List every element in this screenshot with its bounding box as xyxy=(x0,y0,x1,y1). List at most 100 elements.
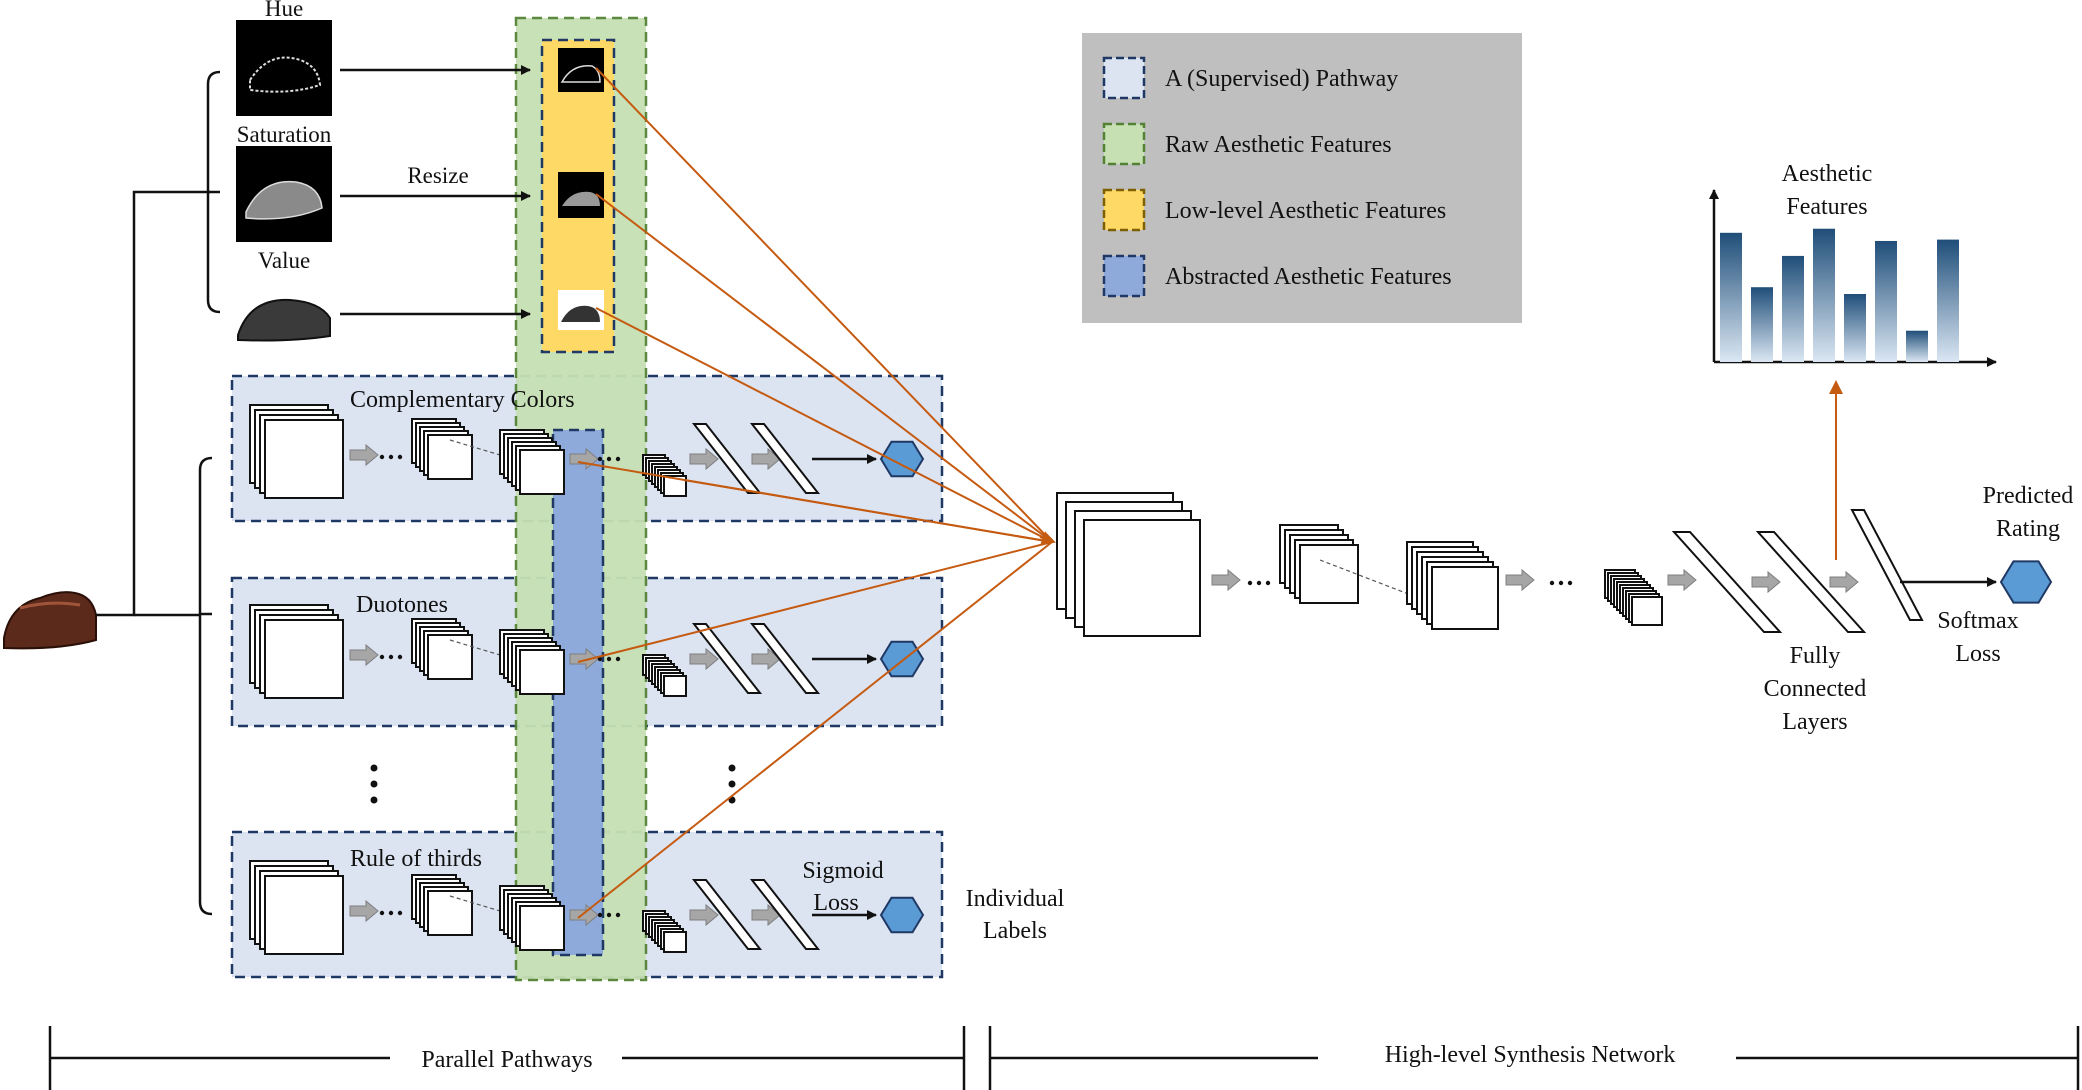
predicted-rating-hexagon xyxy=(1999,560,2053,604)
hue-label: Hue xyxy=(265,0,303,21)
chart-bar-4 xyxy=(1844,294,1866,362)
synthesis-conv2-stack-layer xyxy=(1431,566,1499,630)
conv1-stack-layer xyxy=(427,434,473,480)
fc-layer xyxy=(749,423,821,494)
bottom-scale-bar xyxy=(48,1026,2080,1090)
ellipsis-dot xyxy=(606,456,612,462)
kernel-link xyxy=(1319,559,1451,611)
saturation-label: Saturation xyxy=(237,122,332,147)
value-label: Value xyxy=(258,248,310,273)
vertical-ellipsis-left xyxy=(370,764,378,804)
fc-label-line2: Connected xyxy=(1764,676,1867,702)
legend-background xyxy=(1082,33,1522,323)
conv2-stack-layer xyxy=(519,649,565,695)
synthesis-conv1-stack-layer xyxy=(1299,544,1359,604)
ellipsis-dot xyxy=(379,910,385,916)
legend-label-0: A (Supervised) Pathway xyxy=(1165,66,1398,92)
ellipsis-dot xyxy=(388,910,394,916)
ellipsis-dot xyxy=(597,656,603,662)
rule-of-thirds-label: Rule of thirds xyxy=(350,846,482,872)
resized-value-shoe xyxy=(561,305,600,322)
pathway-rows xyxy=(249,404,925,955)
flow-arrow xyxy=(1751,571,1781,593)
conv1-stack-layer xyxy=(427,890,473,936)
legend-swatch-3 xyxy=(1102,254,1146,298)
predicted-label-line1: Predicted xyxy=(1983,483,2074,509)
pathway-row-complementary xyxy=(249,404,925,499)
value-image xyxy=(237,298,331,342)
pathway-output-hexagon xyxy=(879,896,925,934)
predicted-label-line2: Rating xyxy=(1996,516,2060,542)
input-shoe-image xyxy=(3,591,97,650)
synthesis-conv3-stack-layer xyxy=(1631,596,1663,626)
chart-title-line1: Aesthetic xyxy=(1782,161,1873,187)
fc-label-line1: Fully xyxy=(1790,643,1841,669)
input-stack-layer xyxy=(264,419,344,499)
fc-layer xyxy=(1755,531,1867,633)
fc-layer xyxy=(691,879,763,950)
resized-saturation-shoe xyxy=(562,191,600,206)
ellipsis-dot xyxy=(597,912,603,918)
ellipsis-dot xyxy=(1549,580,1555,586)
ellipsis-dot xyxy=(1247,580,1253,586)
chart-bar-5 xyxy=(1875,240,1897,362)
pathway-row-duotones xyxy=(249,604,925,699)
chart-bar-2 xyxy=(1782,255,1804,362)
individual-label: Individual xyxy=(966,886,1065,912)
input-brackets xyxy=(96,70,221,916)
conv3-stack-layer xyxy=(663,931,687,953)
flow-arrow xyxy=(1211,569,1241,591)
flow-arrow xyxy=(1829,571,1859,593)
ellipsis-dot xyxy=(606,656,612,662)
chart-bar-3 xyxy=(1813,228,1835,362)
pathway-output-hexagon xyxy=(879,640,925,678)
input-stack-layer xyxy=(264,875,344,955)
chart-bar-1 xyxy=(1751,287,1773,362)
conv3-stack-layer xyxy=(663,475,687,497)
ellipsis-dot xyxy=(397,454,403,460)
chart-bar-0 xyxy=(1720,232,1742,362)
conv2-stack-layer xyxy=(519,449,565,495)
input-stack-layer xyxy=(264,619,344,699)
chart-bar-6 xyxy=(1906,330,1928,362)
softmax-label-line1: Softmax xyxy=(1937,608,2018,634)
hue-image xyxy=(236,20,332,116)
loss-label: Loss xyxy=(813,890,858,916)
feature-convergence-arrows xyxy=(577,67,1056,919)
chart-bar-7 xyxy=(1937,239,1959,362)
ellipsis-dot xyxy=(388,454,394,460)
flow-arrow xyxy=(1667,569,1697,591)
ellipsis-dot xyxy=(379,454,385,460)
fc-label-line3: Layers xyxy=(1782,709,1847,735)
legend-label-1: Raw Aesthetic Features xyxy=(1165,132,1392,158)
ellipsis-dot xyxy=(1265,580,1271,586)
ellipsis-dot xyxy=(397,910,403,916)
ellipsis-dot xyxy=(1256,580,1262,586)
legend-swatch-0 xyxy=(1102,56,1146,100)
conv1-stack-layer xyxy=(427,634,473,680)
ellipsis-dot xyxy=(606,912,612,918)
pathway-output-hexagon xyxy=(879,440,925,478)
aesthetic-features-chart xyxy=(1709,189,1997,367)
flow-arrow xyxy=(1505,569,1535,591)
saturation-image xyxy=(236,146,332,242)
legend-swatch-2 xyxy=(1102,188,1146,232)
synthesis-network xyxy=(1056,380,2053,637)
complementary-colors-label: Complementary Colors xyxy=(350,387,575,413)
resize-label: Resize xyxy=(407,163,468,188)
fc-layer xyxy=(749,623,821,694)
conv2-stack-layer xyxy=(519,905,565,951)
ellipsis-dot xyxy=(1558,580,1564,586)
ellipsis-dot xyxy=(615,456,621,462)
parallel-pathways-label: Parallel Pathways xyxy=(421,1047,592,1073)
legend-swatch-1 xyxy=(1102,122,1146,166)
chart-title-line2: Features xyxy=(1786,194,1867,220)
labels-label: Labels xyxy=(983,918,1047,944)
ellipsis-dot xyxy=(1567,580,1573,586)
resize-arrows xyxy=(340,65,531,319)
ellipsis-dot xyxy=(597,456,603,462)
pathway-row-rule-of-thirds xyxy=(249,860,925,955)
